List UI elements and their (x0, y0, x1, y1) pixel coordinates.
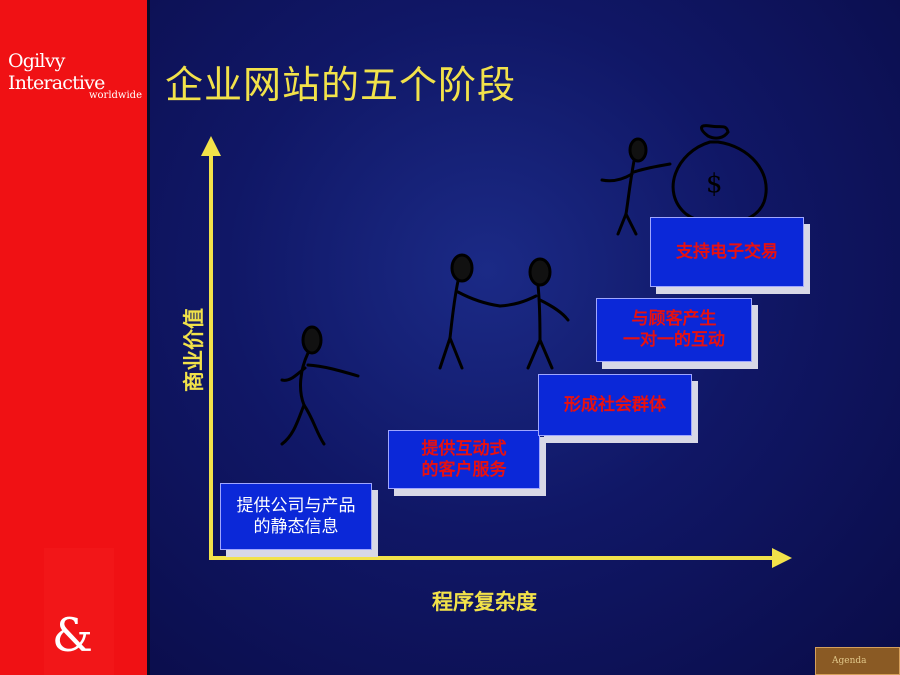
ampersand-mark: & (52, 608, 93, 662)
stage-4-line2: 一对一的互动 (623, 330, 725, 350)
stage-3-line1: 形成社会群体 (564, 394, 666, 415)
ampersand-panel (44, 548, 114, 675)
stage-2-line2: 的客户服务 (421, 459, 507, 480)
sidebar-divider (147, 0, 150, 675)
stage-1-line1: 提供公司与产品 (236, 495, 356, 516)
slide-title: 企业网站的五个阶段 (165, 63, 517, 107)
stage-box-5: 支持电子交易 (650, 217, 804, 287)
stage-2-line1: 提供互动式 (421, 438, 507, 459)
stage-box-3: 形成社会群体 (538, 374, 692, 436)
sidebar: Ogilvy Interactive worldwide & (0, 0, 150, 675)
logo-main-text: Ogilvy Interactive (8, 50, 105, 94)
stage-box-2: 提供互动式 的客户服务 (388, 430, 540, 489)
handshake-figures-icon (438, 253, 570, 370)
agenda-button[interactable]: Agenda (815, 647, 900, 675)
ogilvy-logo: Ogilvy Interactive worldwide (8, 50, 146, 101)
pointing-figure-icon (280, 325, 360, 446)
x-axis-label: 程序复杂度 (432, 590, 537, 614)
logo-sub-text: worldwide (88, 90, 142, 101)
dollar-sign: $ (706, 169, 723, 199)
stage-4-line1: 与顾客产生 (631, 309, 717, 330)
stage-5-line1: 支持电子交易 (676, 241, 778, 262)
y-axis-label: 商业价值 (182, 308, 206, 392)
stage-box-1: 提供公司与产品 的静态信息 (220, 483, 372, 550)
stage-box-4: 与顾客产生 一对一的互动 (596, 298, 752, 362)
stage-1-line2: 的静态信息 (253, 516, 339, 537)
